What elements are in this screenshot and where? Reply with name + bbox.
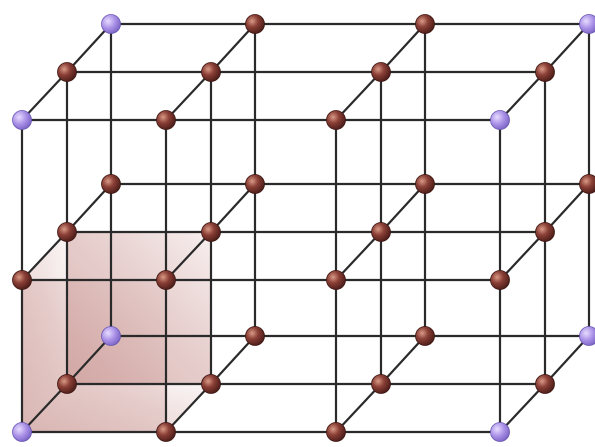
lattice-atom	[201, 62, 221, 82]
lattice-atom	[156, 422, 176, 442]
lattice-atom	[57, 374, 77, 394]
lattice-atoms	[12, 14, 595, 442]
corner-atom	[579, 326, 595, 346]
corner-atom	[12, 110, 32, 130]
lattice-edge	[543, 182, 591, 234]
lattice-edge	[379, 22, 427, 74]
lattice-atom	[326, 110, 346, 130]
corner-atom	[101, 326, 121, 346]
lattice-edge	[20, 230, 69, 282]
corner-atom	[101, 14, 121, 34]
corner-atom	[490, 422, 510, 442]
lattice-edge	[334, 230, 383, 282]
lattice-edge	[498, 382, 547, 434]
lattice-atom	[535, 222, 555, 242]
lattice-edge	[20, 382, 69, 434]
lattice-edge	[498, 70, 547, 122]
lattice-edge	[334, 382, 383, 434]
lattice-atom	[12, 270, 32, 290]
lattice-atom	[156, 270, 176, 290]
lattice-edge	[65, 182, 113, 234]
lattice-atom	[245, 326, 265, 346]
lattice-atom	[201, 374, 221, 394]
lattice-edge	[209, 334, 257, 386]
lattice-atom	[371, 374, 391, 394]
lattice-edge	[209, 22, 257, 74]
lattice-edge	[334, 70, 383, 122]
lattice-atom	[326, 270, 346, 290]
lattice-atom	[57, 62, 77, 82]
lattice-edge	[209, 182, 257, 234]
lattice-atom	[415, 326, 435, 346]
lattice-atom	[245, 14, 265, 34]
lattice-edge	[164, 382, 213, 434]
lattice-edge	[164, 230, 213, 282]
lattice-atom	[57, 222, 77, 242]
lattice-atom	[156, 110, 176, 130]
lattice-atom	[201, 222, 221, 242]
lattice-edge	[164, 70, 213, 122]
corner-atom	[579, 14, 595, 34]
lattice-atom	[490, 270, 510, 290]
lattice-atom	[535, 374, 555, 394]
lattice-atom	[101, 174, 121, 194]
lattice-edge	[543, 22, 591, 74]
lattice-atom	[535, 62, 555, 82]
lattice-edge	[20, 70, 69, 122]
lattice-edge	[379, 334, 427, 386]
lattice-edge	[65, 334, 113, 386]
lattice-atom	[415, 14, 435, 34]
lattice-edge	[543, 334, 591, 386]
lattice-edge	[65, 22, 113, 74]
lattice-atom	[579, 174, 595, 194]
lattice-edge	[498, 230, 547, 282]
lattice-atom	[415, 174, 435, 194]
lattice-atom	[371, 62, 391, 82]
corner-atom	[490, 110, 510, 130]
lattice-atom	[326, 422, 346, 442]
lattice-edges	[20, 22, 591, 434]
lattice-atom	[245, 174, 265, 194]
corner-atom	[12, 422, 32, 442]
lattice-atom	[371, 222, 391, 242]
lattice-edge	[379, 182, 427, 234]
